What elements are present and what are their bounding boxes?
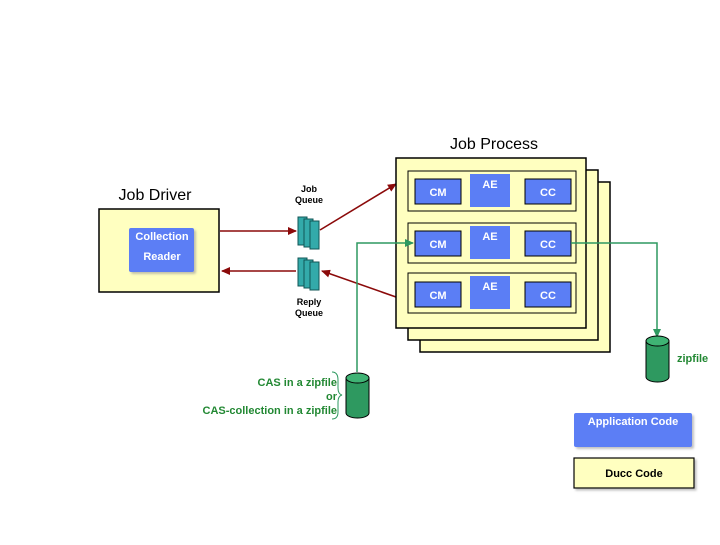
cm-box-1 bbox=[414, 178, 462, 205]
cm-box-3 bbox=[414, 281, 462, 308]
reply-queue-label-2: Queue bbox=[295, 308, 323, 318]
input-zipfile-cylinder-icon bbox=[345, 372, 370, 419]
input-label-line-3: CAS-collection in a zipfile bbox=[203, 405, 337, 417]
cc-label-1: CC bbox=[540, 187, 556, 199]
ae-label-3: AE bbox=[482, 281, 497, 293]
cm-label-3: CM bbox=[429, 290, 446, 302]
job-queue-label-1: Job bbox=[301, 184, 318, 194]
ae-label-1: AE bbox=[482, 179, 497, 191]
legend-ducc-code-label: Ducc Code bbox=[605, 468, 662, 480]
cm-label-2: CM bbox=[429, 239, 446, 251]
cc-box-1 bbox=[524, 178, 572, 205]
ae-label-2: AE bbox=[482, 231, 497, 243]
job-queue-icon bbox=[297, 216, 320, 250]
legend-application-code-swatch bbox=[574, 413, 692, 447]
legend-ducc-code-swatch bbox=[573, 457, 695, 489]
ae-box-3 bbox=[470, 276, 510, 309]
cc-label-3: CC bbox=[540, 290, 556, 302]
cm-box-2 bbox=[414, 230, 462, 257]
legend-application-code-label: Application Code bbox=[588, 416, 678, 428]
job-process-title: Job Process bbox=[450, 136, 538, 153]
input-label-brace bbox=[331, 371, 343, 420]
output-zipfile-label: zipfile bbox=[677, 353, 708, 365]
collection-reader-label-1: Collection bbox=[135, 231, 188, 243]
cc-box-3 bbox=[524, 281, 572, 308]
process-to-reply-queue-arrow bbox=[321, 269, 397, 298]
output-data-flow-line bbox=[571, 242, 661, 338]
collection-reader-label-2: Reader bbox=[143, 251, 181, 263]
collection-reader-box bbox=[129, 228, 194, 272]
input-data-flow-line bbox=[356, 239, 414, 372]
ae-box-2 bbox=[470, 226, 510, 259]
job-queue-to-process-arrow bbox=[319, 183, 397, 231]
cc-label-2: CC bbox=[540, 239, 556, 251]
ae-box-1 bbox=[470, 174, 510, 207]
job-queue-label-2: Queue bbox=[295, 195, 323, 205]
cc-box-2 bbox=[524, 230, 572, 257]
reply-queue-icon bbox=[297, 257, 320, 291]
job-driver-title: Job Driver bbox=[119, 187, 193, 204]
input-label-line-2: or bbox=[326, 391, 338, 403]
output-zipfile-cylinder-icon bbox=[645, 335, 670, 383]
reply-queue-label-1: Reply bbox=[297, 297, 322, 307]
input-label-line-1: CAS in a zipfile bbox=[258, 377, 337, 389]
cm-label-1: CM bbox=[429, 187, 446, 199]
